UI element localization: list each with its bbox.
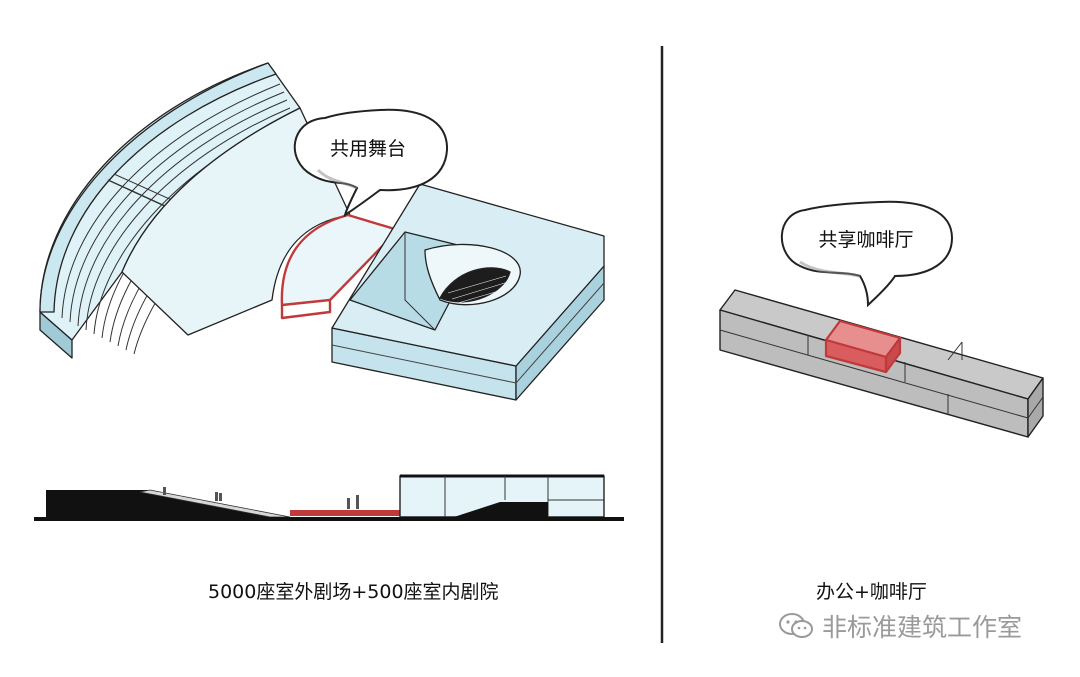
bubble-label: 共享咖啡厅 bbox=[818, 229, 913, 251]
right-caption: 办公+咖啡厅 bbox=[816, 581, 927, 603]
watermark: 非标准建筑工作室 bbox=[778, 606, 1022, 646]
wechat-icon bbox=[778, 612, 814, 640]
shared-cafe-bubble: 共享咖啡厅 bbox=[780, 200, 954, 308]
section-drawing bbox=[34, 474, 624, 521]
shared-stage-outline bbox=[280, 213, 400, 320]
bubble-label: 共用舞台 bbox=[330, 138, 406, 160]
watermark-text: 非标准建筑工作室 bbox=[822, 613, 1023, 642]
shared-stage-bubble: 共用舞台 bbox=[293, 108, 449, 218]
outdoor-amphitheater bbox=[39, 62, 351, 359]
indoor-theater-box bbox=[331, 183, 605, 401]
left-caption: 5000座室外剧场+500座室内剧院 bbox=[208, 581, 499, 603]
shared-cafe-volume bbox=[824, 319, 902, 374]
